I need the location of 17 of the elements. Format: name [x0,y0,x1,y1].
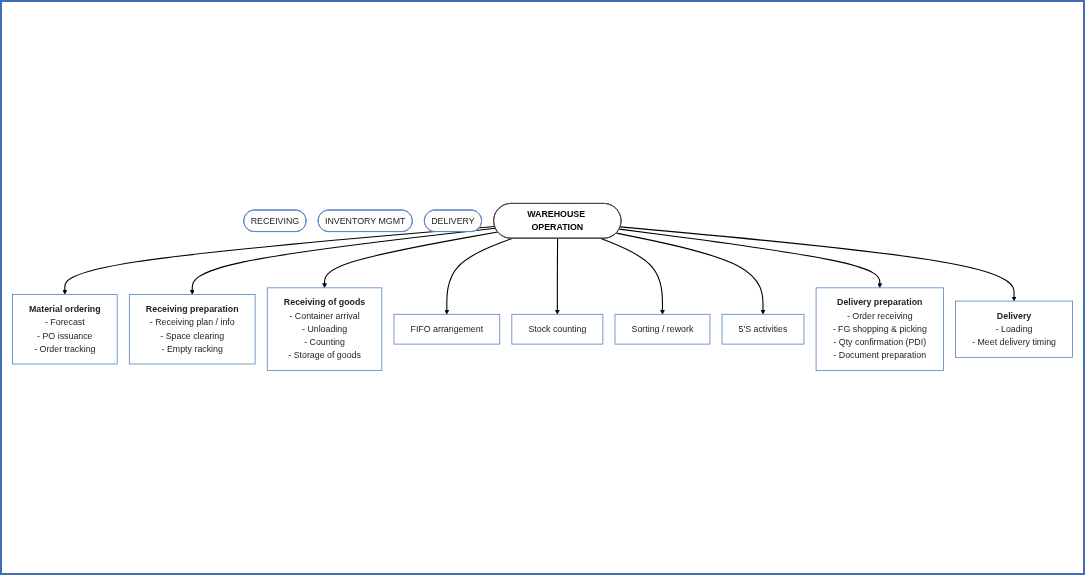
arrow [600,238,665,316]
node-box: Receiving preparation - Receiving plan / info - Space clearing - Empty racking [128,294,256,365]
arrow [189,228,497,296]
arrow [554,238,560,316]
node-box: Stock counting [511,314,604,345]
arrow [619,226,1017,302]
node-box: Material ordering - Forecast - PO issuance - Order tracking [12,294,118,365]
node-box: FIFO arrangement [393,314,501,345]
node-box: Delivery - Loading - Meet delivery timing [955,301,1073,359]
arrow [615,233,766,316]
node-box: Sorting / rework [614,314,711,345]
arrow [62,226,496,296]
arrow [618,229,883,289]
node-box: 5'S activities [721,314,805,345]
arrow [322,231,499,289]
node-box: Receiving of goods - Container arrival - Unloading - Counting - Storage of goods [266,287,383,372]
node-box: Delivery preparation - Order receiving - FG shopping & picking - Qty confirmation (PDI) - Document preparation [815,287,944,372]
